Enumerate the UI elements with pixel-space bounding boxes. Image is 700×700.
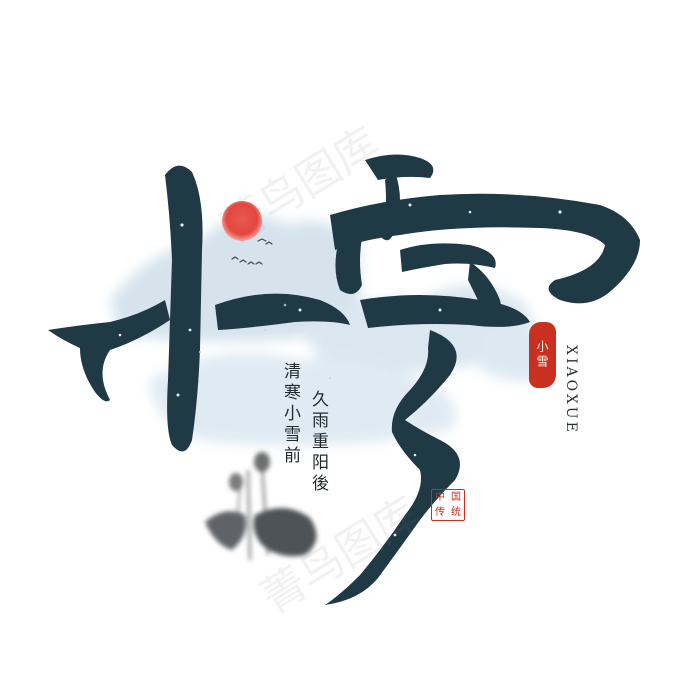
lotus-painting bbox=[205, 452, 317, 561]
seal-char-1: 中 bbox=[435, 491, 445, 503]
red-sun bbox=[222, 201, 262, 241]
snow-dots-air bbox=[198, 303, 332, 380]
flying-birds bbox=[231, 238, 273, 265]
poem-line-1: 清寒小雪前 bbox=[280, 362, 300, 467]
seal-chinese-tradition: 中 国 传 统 bbox=[431, 489, 465, 521]
seal-char-3: 传 bbox=[435, 506, 445, 518]
seal-char-4: 统 bbox=[451, 506, 461, 518]
seal-xiaoxue: 小雪 bbox=[529, 322, 556, 388]
snow-flecks bbox=[118, 203, 602, 537]
calligraphy-xiao bbox=[48, 165, 350, 452]
calligraphy-xue bbox=[325, 154, 640, 605]
poem-line-2: 久雨重阳後 bbox=[308, 390, 328, 495]
seal-char-2: 国 bbox=[451, 491, 461, 503]
pinyin-title: XIAOXUE bbox=[563, 345, 579, 435]
